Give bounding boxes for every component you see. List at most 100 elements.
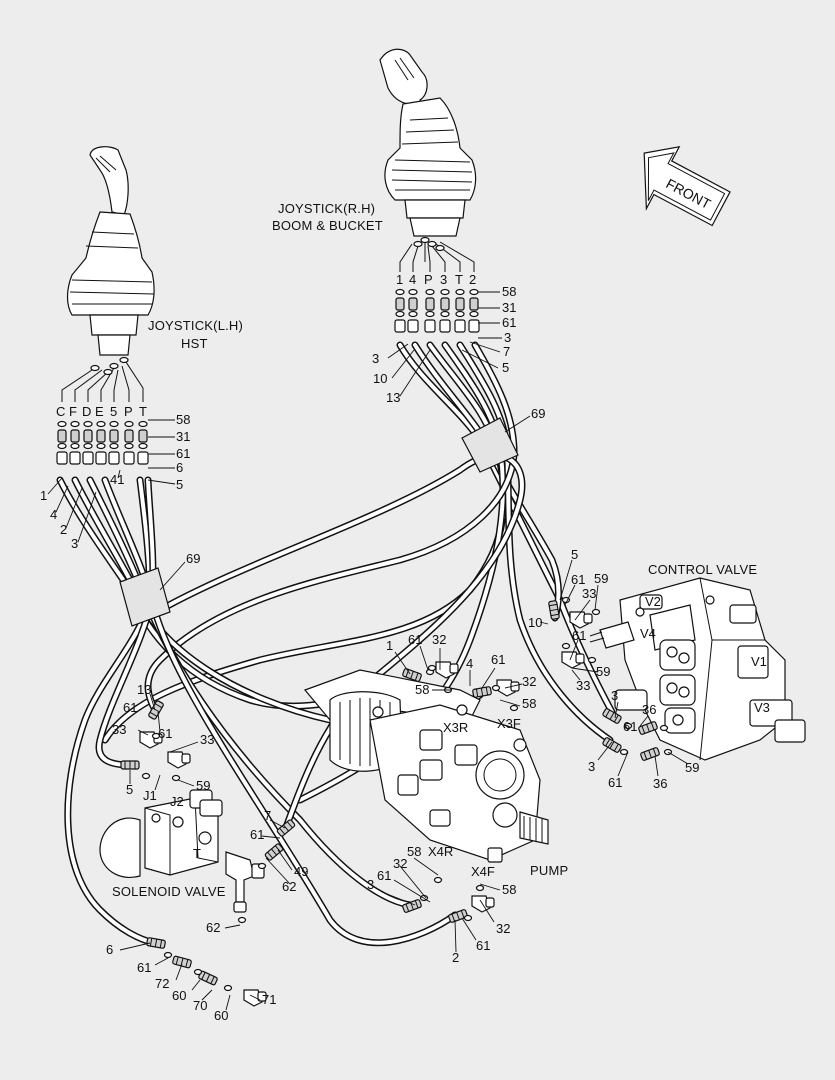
o-ring xyxy=(141,772,151,780)
o-ring xyxy=(433,876,443,884)
solenoid-tee-fitting xyxy=(225,851,265,913)
fitting-stack xyxy=(439,288,451,333)
port-t-label: T xyxy=(193,846,201,861)
straight-fitting xyxy=(448,909,468,923)
port-v1-label: V1 xyxy=(751,654,767,669)
callout-number: 31 xyxy=(176,429,190,444)
callout-number: 61 xyxy=(123,700,137,715)
hose-nut xyxy=(454,319,466,333)
rh-port-label: 1 xyxy=(396,272,403,287)
joystick-lh-fittings xyxy=(56,420,149,465)
o-ring xyxy=(491,684,501,692)
hose-nut xyxy=(394,319,406,333)
o-ring xyxy=(561,642,571,650)
joystick-lh-port-labels: C F D E 5 P T xyxy=(56,404,147,419)
callout-number: 58 xyxy=(415,682,429,697)
solenoid-valve-title: SOLENOID VALVE xyxy=(112,884,226,899)
o-ring xyxy=(237,916,247,924)
adapter-fitting xyxy=(408,297,418,311)
o-ring xyxy=(124,442,134,450)
callout-number: 36 xyxy=(642,702,656,717)
hose-nut xyxy=(108,451,120,465)
rh-port-label: T xyxy=(455,272,463,287)
o-ring xyxy=(223,984,233,992)
hose-nut xyxy=(95,451,107,465)
callout-number: 33 xyxy=(112,722,126,737)
adapter-fitting xyxy=(109,429,119,443)
knurl xyxy=(641,722,655,734)
port-j1-label: J1 xyxy=(143,788,157,803)
callout-number: 1 xyxy=(40,488,47,503)
port-v3-label: V3 xyxy=(754,700,770,715)
o-ring xyxy=(475,884,485,892)
callout-number: 10 xyxy=(528,615,542,630)
callout-number: 1 xyxy=(386,638,393,653)
lh-port-label: 5 xyxy=(110,404,117,419)
o-ring xyxy=(395,288,405,296)
fittings xyxy=(120,596,673,1007)
straight-fitting xyxy=(402,668,422,682)
control-valve-title: CONTROL VALVE xyxy=(648,562,757,577)
o-ring xyxy=(440,310,450,318)
o-ring xyxy=(463,914,473,922)
straight-fitting xyxy=(402,899,422,913)
fitting-stack xyxy=(95,420,107,465)
callout-number: 58 xyxy=(522,696,536,711)
port-x3r-label: X3R xyxy=(443,720,468,735)
o-ring xyxy=(96,442,106,450)
callout-number: 3 xyxy=(367,877,374,892)
front-arrow: FRONT xyxy=(643,146,731,227)
straight-fitting xyxy=(602,737,622,753)
callout-number: 61 xyxy=(476,938,490,953)
o-ring xyxy=(193,968,203,976)
callout-number: 2 xyxy=(452,950,459,965)
knurl xyxy=(475,687,489,697)
callout-number: 61 xyxy=(608,775,622,790)
o-ring xyxy=(83,442,93,450)
callout-number: 69 xyxy=(186,551,200,566)
joystick-rh-title: JOYSTICK(R.H) xyxy=(278,201,375,216)
elbow-fitting xyxy=(561,651,585,669)
callout-number: 61 xyxy=(408,632,422,647)
knurl xyxy=(149,703,163,717)
o-ring xyxy=(425,310,435,318)
knurl xyxy=(201,972,215,984)
callout-number: 61 xyxy=(176,446,190,461)
fitting-stack xyxy=(108,420,120,465)
fitting-stack xyxy=(407,288,419,333)
callout-number: 58 xyxy=(407,844,421,859)
callout-number: 3 xyxy=(71,536,78,551)
o-ring xyxy=(591,608,601,616)
adapter-fitting xyxy=(124,429,134,443)
callout-number: 59 xyxy=(196,778,210,793)
elbow-nut xyxy=(583,613,593,624)
straight-fitting xyxy=(548,600,560,620)
callout-number: 59 xyxy=(596,664,610,679)
callout-number: 10 xyxy=(373,371,387,386)
joystick-rh-port-labels: 1 4 P 3 T 2 xyxy=(396,272,476,287)
callout-number: 7 xyxy=(503,344,510,359)
port-j2-label: J2 xyxy=(170,794,184,809)
rh-port-label: 2 xyxy=(469,272,476,287)
o-ring xyxy=(440,288,450,296)
port-v4-label: V4 xyxy=(640,626,656,641)
o-ring xyxy=(138,442,148,450)
o-ring xyxy=(151,732,161,740)
port-x4r-label: X4R xyxy=(428,844,453,859)
o-ring xyxy=(427,664,437,672)
callout-number: 5 xyxy=(502,360,509,375)
o-ring xyxy=(408,288,418,296)
captions: JOYSTICK(R.H) BOOM & BUCKET JOYSTICK(L.H… xyxy=(112,201,757,899)
elbow-nut xyxy=(575,653,585,664)
fitting-stack xyxy=(137,420,149,465)
callout-number: 5 xyxy=(176,477,183,492)
knurl xyxy=(149,938,163,948)
o-ring xyxy=(257,862,267,870)
straight-fitting xyxy=(602,708,622,724)
o-ring xyxy=(57,442,67,450)
o-ring xyxy=(408,310,418,318)
callout-number: 58 xyxy=(176,412,190,427)
callout-number: 5 xyxy=(571,547,578,562)
knurl xyxy=(605,738,619,752)
lh-port-label: P xyxy=(124,404,133,419)
